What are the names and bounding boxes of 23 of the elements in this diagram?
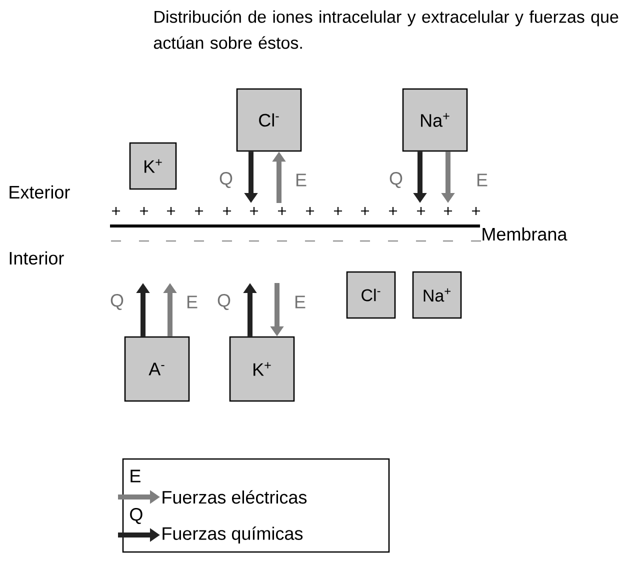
region-label: Membrana — [482, 227, 568, 241]
title: Distribución de iones intracelular y extracelular y fuerzas que actúan sobre éstos. — [154, 10, 618, 49]
ion-box: Na$^{+}$ — [412, 271, 462, 319]
edge-label: E — [295, 296, 306, 308]
edge-label: E — [187, 296, 198, 308]
legend-text: Fuerzas químicas — [162, 526, 303, 544]
region-label: Interior — [10, 251, 64, 265]
edge-label: Q — [110, 294, 124, 310]
ion-box: A$^{-}$ — [124, 336, 190, 402]
legend-letter: Q — [130, 508, 142, 524]
edge-label: Q — [390, 172, 402, 188]
legend-letter: E — [130, 470, 140, 482]
region-label: Exterior — [10, 185, 70, 199]
ion-box: Na$^{+}$ — [402, 88, 468, 152]
edge-label: E — [296, 174, 306, 186]
edge-label: Q — [218, 294, 230, 310]
ion-box: K$^{+}$ — [229, 336, 295, 402]
ion-box: Cl$^{-}$ — [236, 88, 302, 152]
legend-text: Fuerzas eléctricas — [162, 490, 307, 504]
edge-label: E — [477, 174, 488, 186]
ion-box: Cl$^{-}$ — [346, 271, 396, 319]
ion-box: K$^{+}$ — [129, 142, 177, 190]
edge-label: Q — [220, 172, 232, 188]
